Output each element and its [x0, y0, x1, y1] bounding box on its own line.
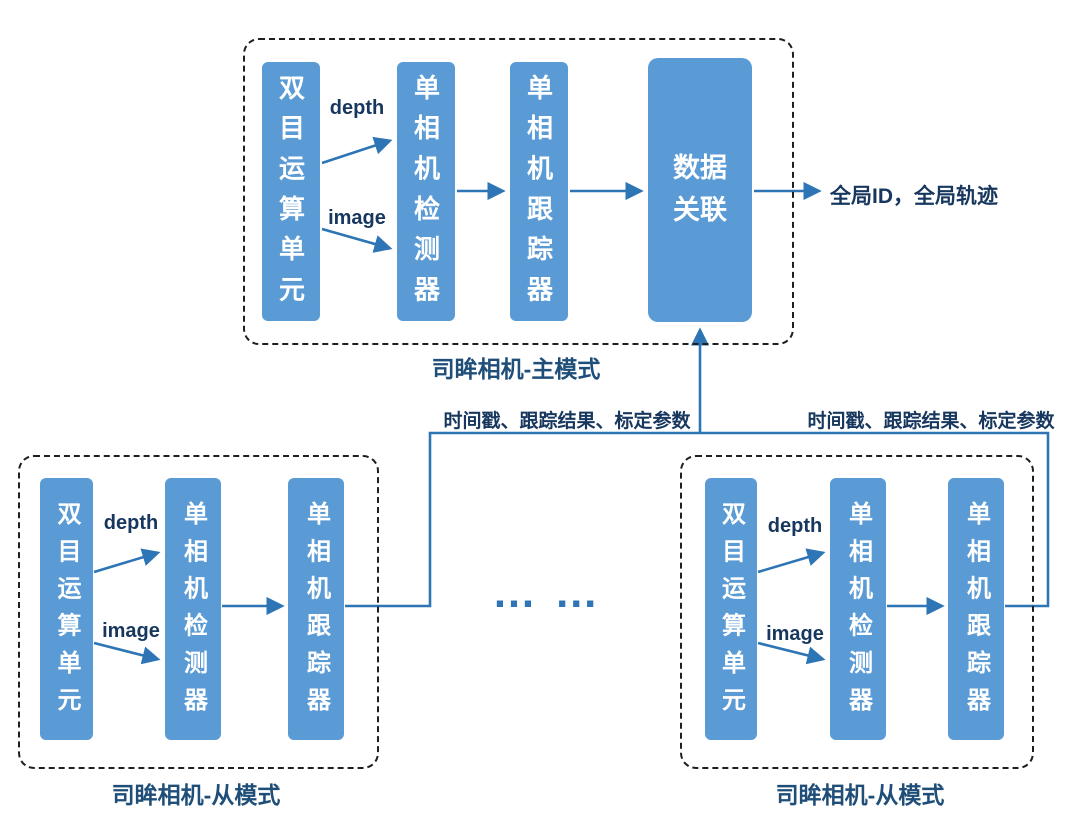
slave-left-detector-box: 单相机检测器 [165, 478, 221, 740]
slave-right-image-arrow-label: image [766, 623, 824, 645]
ellipsis-more-cameras: … … [492, 568, 602, 617]
master-stereo-unit-box: 双目运算单元 [262, 62, 320, 321]
slave-right-stereo-unit-label: 双目运算单元 [717, 500, 745, 725]
slave-right-depth-arrow-label: depth [767, 515, 823, 537]
slave-right-caption: 司眸相机-从模式 [775, 782, 945, 808]
slave-right-detector-box: 单相机检测器 [830, 478, 886, 740]
slave-left-link-label: 时间戳、跟踪结果、标定参数 [443, 411, 691, 432]
slave-right-tracker-box: 单相机跟踪器 [948, 478, 1004, 740]
master-caption: 司眸相机-主模式 [431, 356, 601, 382]
slave-right-tracker-label: 单相机跟踪器 [962, 500, 990, 725]
slave-left-detector-label: 单相机检测器 [179, 500, 207, 725]
master-stereo-unit-label: 双目运算单元 [275, 74, 306, 316]
slave-left-image-arrow-label: image [102, 620, 160, 642]
master-group-frame [243, 38, 794, 345]
slave-right-group-frame [680, 455, 1034, 769]
slave-left-stereo-unit-label: 双目运算单元 [53, 500, 80, 725]
master-association-box: 数据关联 [648, 58, 752, 322]
slave-right-link-label: 时间戳、跟踪结果、标定参数 [807, 411, 1055, 432]
master-depth-arrow-label: depth [329, 97, 385, 119]
master-association-label: 数据关联 [672, 153, 727, 225]
master-detector-label: 单相机检测器 [410, 74, 441, 316]
master-tracker-box: 单相机跟踪器 [510, 62, 568, 321]
master-tracker-label: 单相机跟踪器 [523, 74, 554, 316]
slave-left-tracker-label: 单相机跟踪器 [302, 500, 330, 725]
slave-right-detector-label: 单相机检测器 [844, 500, 872, 725]
slave-right-stereo-unit-box: 双目运算单元 [705, 478, 757, 740]
slave-left-stereo-unit-box: 双目运算单元 [40, 478, 93, 740]
slave-left-depth-arrow-label: depth [103, 512, 159, 534]
master-detector-box: 单相机检测器 [397, 62, 455, 321]
master-output-label: 全局ID，全局轨迹 [830, 185, 998, 208]
slave-left-group-frame [18, 455, 379, 769]
slave-left-tracker-box: 单相机跟踪器 [288, 478, 344, 740]
master-image-arrow-label: image [328, 207, 386, 229]
slave-left-caption: 司眸相机-从模式 [111, 782, 281, 808]
